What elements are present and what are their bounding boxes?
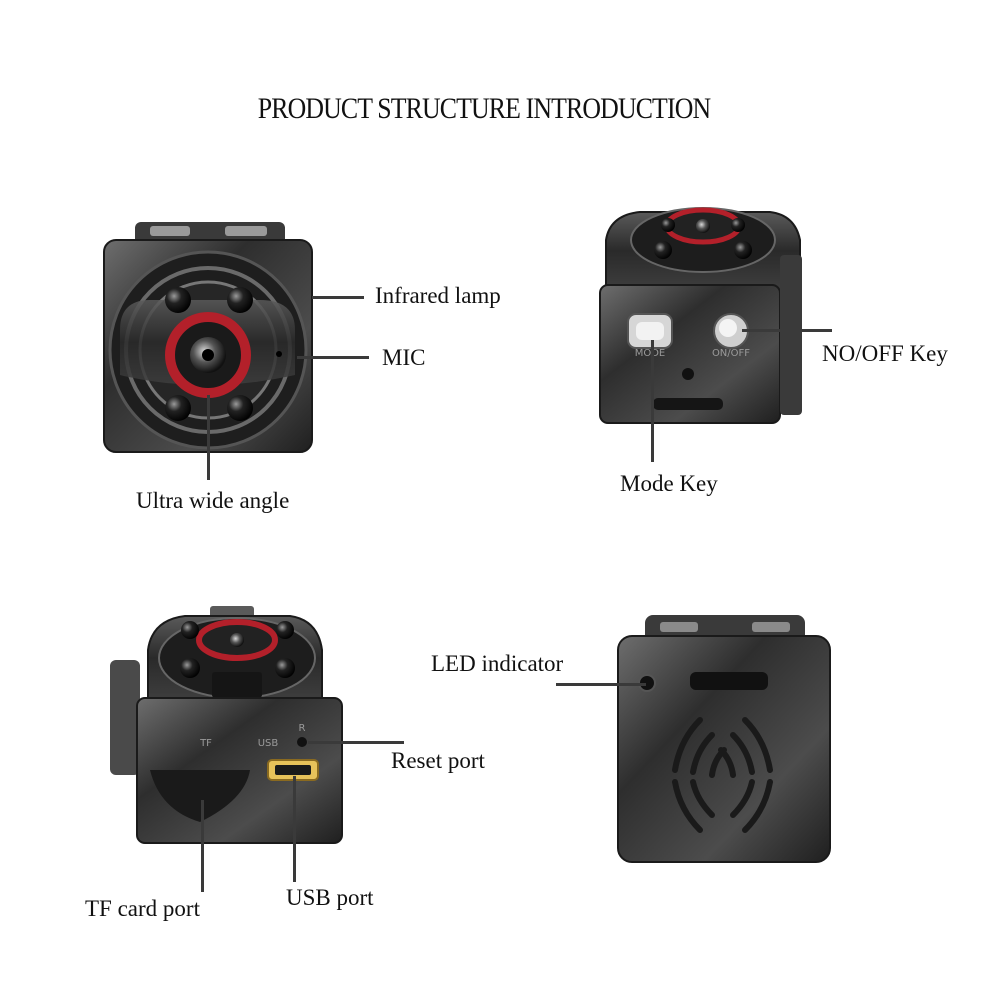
label-ultra-wide-angle: Ultra wide angle — [136, 488, 290, 513]
tf-marking: TF — [199, 738, 212, 749]
ir-led-icon — [227, 287, 253, 313]
camera-3: TF USB R — [110, 606, 343, 844]
label-usb-port: USB port — [286, 885, 374, 910]
speaker-grille-icon — [672, 717, 773, 833]
label-on-off-key: NO/OFF Key — [822, 341, 948, 366]
reset-marking: R — [299, 723, 306, 734]
leader-line — [207, 395, 210, 480]
leader-line — [742, 329, 832, 332]
label-infrared-lamp: Infrared lamp — [375, 283, 501, 308]
usb-slot-icon — [690, 672, 768, 690]
on-off-marking: ON/OFF — [712, 348, 750, 359]
leader-line — [556, 683, 646, 686]
mode-marking: MODE — [635, 348, 666, 359]
ir-led-icon — [165, 287, 191, 313]
camera-2: MODE ON/OFF — [599, 207, 802, 424]
reset-hole-icon — [297, 737, 307, 747]
mic-hole-icon — [276, 351, 282, 357]
tf-slot-icon — [653, 398, 723, 410]
leader-line — [312, 296, 364, 299]
ir-led-icon — [165, 395, 191, 421]
tf-card-slot-icon — [150, 770, 250, 822]
page-title: PRODUCT STRUCTURE INTRODUCTION — [257, 92, 711, 125]
label-mic: MIC — [382, 345, 426, 370]
mic-hole-icon — [682, 368, 694, 380]
usb-marking: USB — [258, 738, 279, 749]
leader-line — [651, 340, 654, 462]
leader-line — [293, 776, 296, 882]
leader-line — [308, 741, 404, 744]
leader-line — [297, 356, 369, 359]
label-reset-port: Reset port — [391, 748, 485, 773]
label-tf-card-port: TF card port — [85, 896, 200, 921]
leader-line — [201, 800, 204, 892]
label-led-indicator: LED indicator — [431, 651, 564, 676]
label-mode-key: Mode Key — [620, 471, 718, 496]
camera-4 — [617, 615, 831, 863]
ir-led-icon — [227, 395, 253, 421]
